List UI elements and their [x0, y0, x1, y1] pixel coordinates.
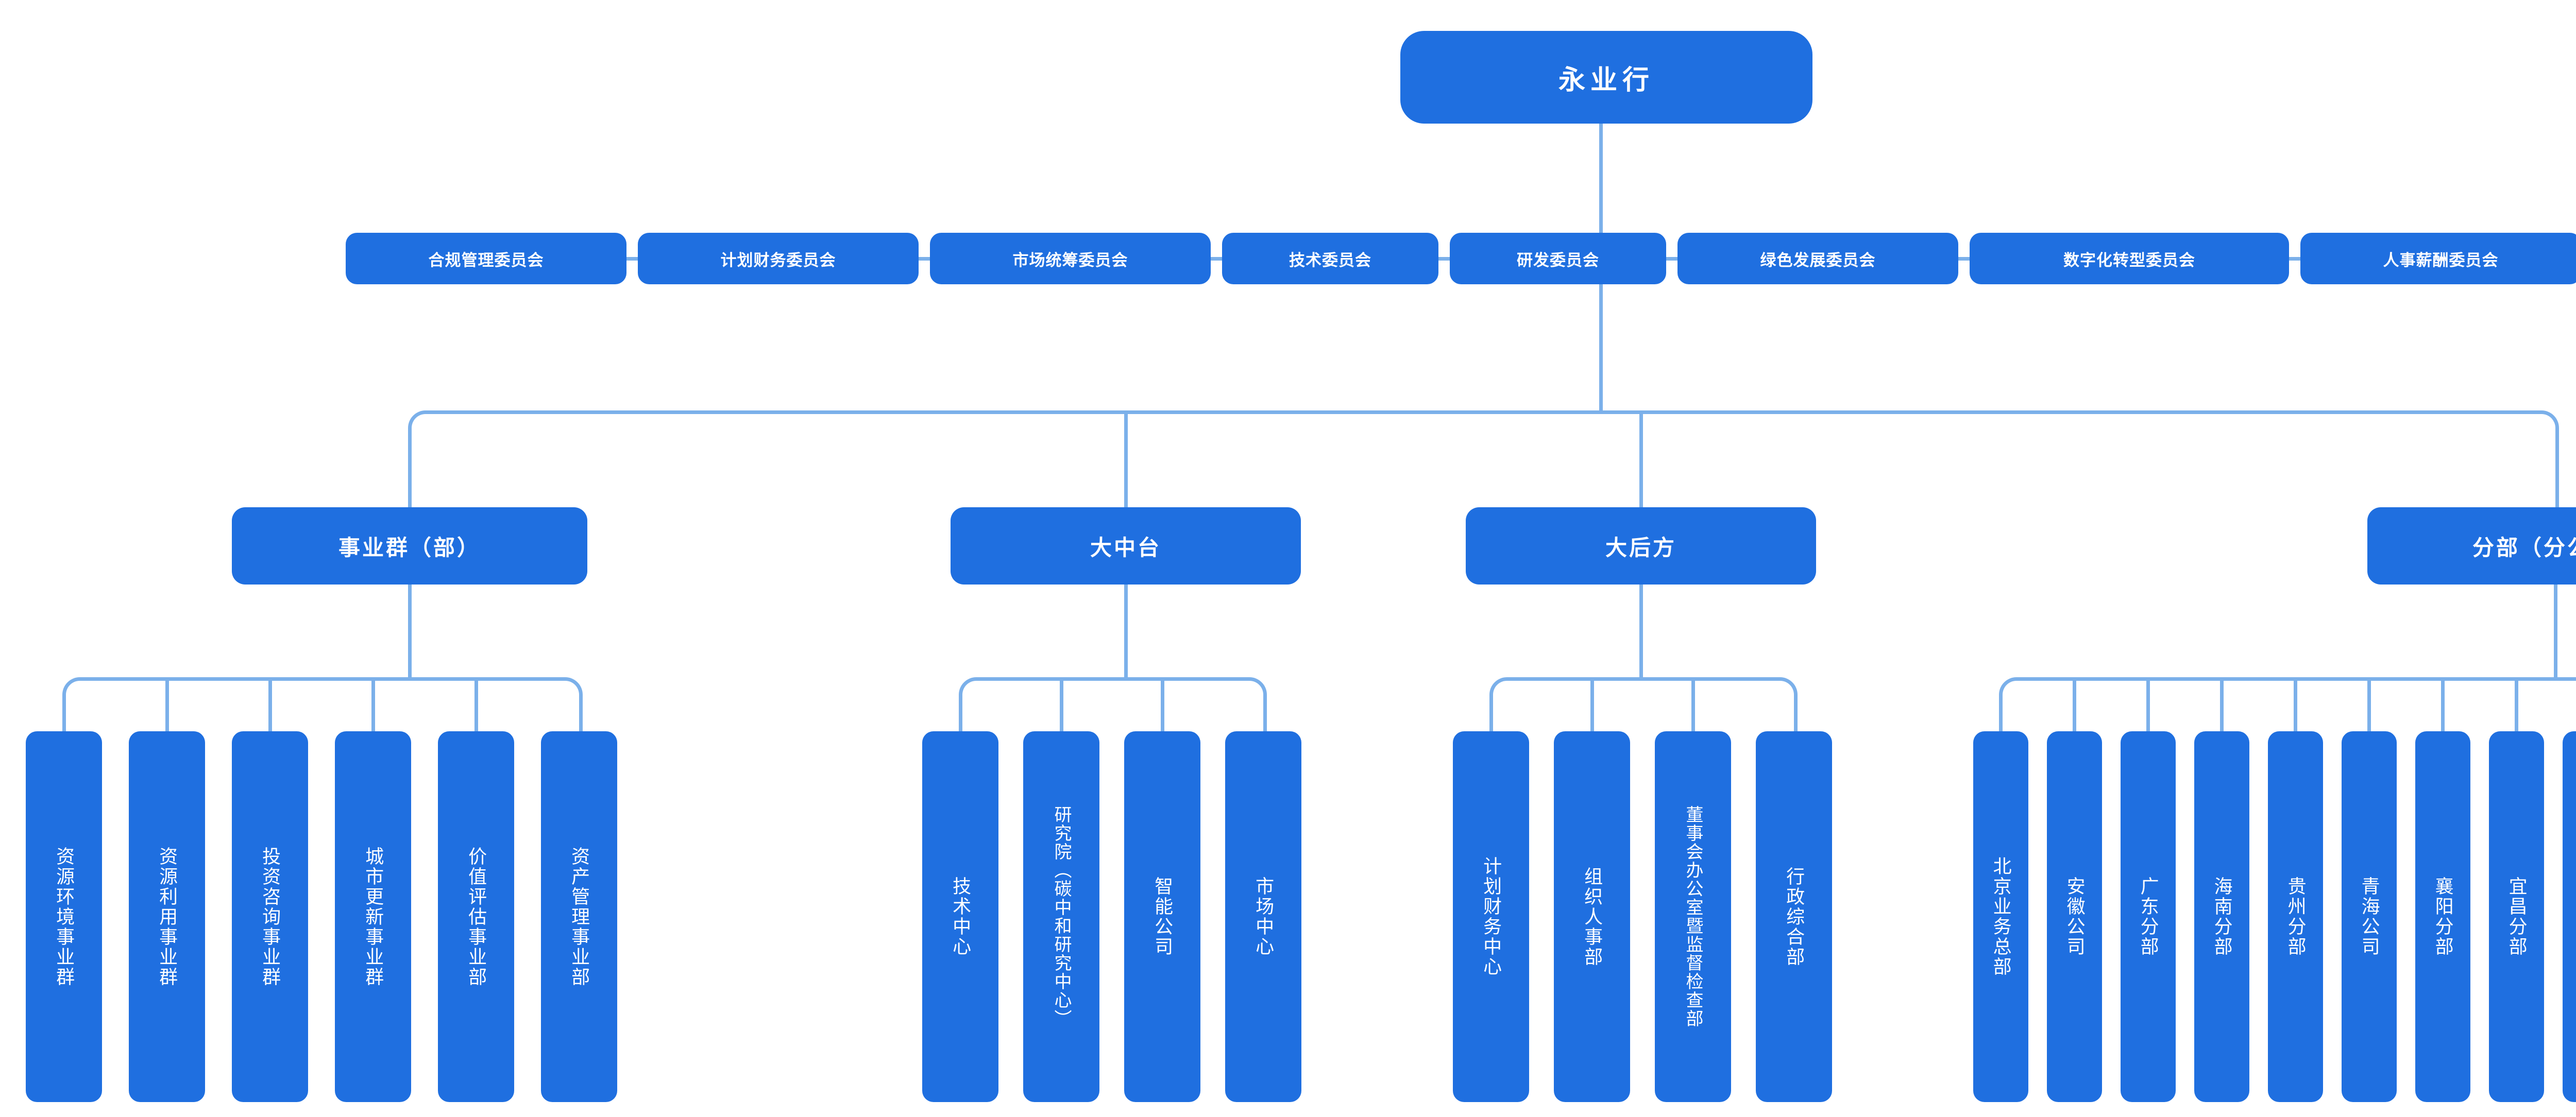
connector-line-vertical [165, 679, 169, 731]
connector-line-vertical [1590, 679, 1594, 731]
committee-node-0[interactable]: 合规管理委员会 [346, 233, 626, 284]
leaf-node-3-6[interactable]: 襄阳分部 [2415, 731, 2470, 1102]
connector-line-vertical [2553, 585, 2557, 679]
connector-line-vertical [371, 679, 375, 731]
node-label-col-a: 董事会办公室 [1683, 805, 1703, 917]
leaf-node-0-4[interactable]: 价值评估事业部 [438, 731, 514, 1102]
division-node-0[interactable]: 事业群（部） [232, 507, 587, 585]
connector-line-vertical [268, 679, 272, 731]
connector-line-horizontal [976, 677, 1248, 681]
leaf-node-1-0[interactable]: 技术中心 [922, 731, 998, 1102]
connector-line-vertical [2073, 679, 2076, 731]
leaf-node-3-0[interactable]: 北京业务总部 [1973, 731, 2028, 1102]
leaf-node-0-2[interactable]: 投资咨询事业群 [232, 731, 308, 1102]
leaf-node-1-2[interactable]: 智能公司 [1124, 731, 1200, 1102]
leaf-node-3-1[interactable]: 安徽公司 [2047, 731, 2102, 1102]
connector-line-vertical [1599, 259, 1603, 412]
leaf-node-3-7[interactable]: 宜昌分部 [2489, 731, 2544, 1102]
leaf-node-2-2[interactable]: 董事会办公室暨监督检查部 [1655, 731, 1731, 1102]
connector-elbow-left [1489, 677, 1511, 733]
connector-line-vertical [1599, 124, 1603, 259]
connector-elbow-right [1776, 677, 1798, 733]
leaf-node-1-3[interactable]: 市场中心 [1225, 731, 1301, 1102]
connector-line-vertical [1639, 412, 1643, 507]
committee-node-4[interactable]: 研发委员会 [1450, 233, 1666, 284]
connector-line-vertical [1124, 412, 1128, 507]
committee-node-2[interactable]: 市场统筹委员会 [930, 233, 1211, 284]
committee-node-1[interactable]: 计划财务委员会 [638, 233, 919, 284]
connector-line-horizontal [626, 256, 638, 261]
leaf-node-0-0[interactable]: 资源环境事业群 [26, 731, 102, 1102]
leaf-node-2-1[interactable]: 组织人事部 [1554, 731, 1630, 1102]
connector-elbow-left [62, 677, 83, 733]
leaf-node-2-0[interactable]: 计划财务中心 [1453, 731, 1529, 1102]
connector-line-horizontal [2289, 256, 2300, 261]
connector-line-horizontal [1958, 256, 1970, 261]
connector-line-vertical [408, 585, 412, 679]
connector-line-vertical [2367, 679, 2371, 731]
connector-line-horizontal [919, 256, 930, 261]
connector-line-vertical [1691, 679, 1695, 731]
connector-elbow-right [562, 677, 583, 733]
leaf-node-3-5[interactable]: 青海公司 [2342, 731, 2397, 1102]
connector-line-vertical [2146, 679, 2150, 731]
node-label-col-a: 研究院 [1052, 805, 1072, 861]
connector-line-horizontal [425, 410, 2540, 414]
connector-line-vertical [1124, 585, 1128, 679]
root-node[interactable]: 永业行 [1400, 31, 1812, 124]
leaf-node-1-1[interactable]: 研究院（碳中和研究中心） [1023, 731, 1099, 1102]
connector-elbow-right [1246, 677, 1267, 733]
connector-elbow-right [2538, 410, 2559, 509]
leaf-node-3-2[interactable]: 广东分部 [2121, 731, 2176, 1102]
division-node-1[interactable]: 大中台 [951, 507, 1301, 585]
division-node-2[interactable]: 大后方 [1466, 507, 1816, 585]
leaf-node-3-8[interactable]: 黄石分部 [2563, 731, 2576, 1102]
connector-line-vertical [474, 679, 478, 731]
node-label-col-b: （碳中和研究中心） [1052, 861, 1072, 1028]
committee-node-6[interactable]: 数字化转型委员会 [1970, 233, 2289, 284]
connector-line-horizontal [79, 677, 564, 681]
leaf-node-0-5[interactable]: 资产管理事业部 [541, 731, 617, 1102]
connector-line-vertical [2515, 679, 2518, 731]
connector-elbow-left [958, 677, 980, 733]
leaf-node-3-3[interactable]: 海南分部 [2194, 731, 2249, 1102]
connector-line-vertical [1639, 585, 1643, 679]
node-label-col-b: 暨监督检查部 [1683, 917, 1703, 1028]
leaf-node-3-4[interactable]: 贵州分部 [2268, 731, 2323, 1102]
leaf-node-2-3[interactable]: 行政综合部 [1756, 731, 1832, 1102]
division-node-3[interactable]: 分部（分公司） [2367, 507, 2576, 585]
connector-line-horizontal [1666, 256, 1677, 261]
connector-elbow-left [1999, 677, 2020, 733]
committee-node-7[interactable]: 人事薪酬委员会 [2300, 233, 2576, 284]
connector-line-vertical [2220, 679, 2224, 731]
leaf-node-0-1[interactable]: 资源利用事业群 [129, 731, 205, 1102]
leaf-node-0-3[interactable]: 城市更新事业群 [335, 731, 411, 1102]
committee-node-5[interactable]: 绿色发展委员会 [1677, 233, 1958, 284]
connector-line-vertical [2294, 679, 2297, 731]
connector-line-horizontal [1438, 256, 1450, 261]
connector-line-vertical [1059, 679, 1063, 731]
connector-line-vertical [1160, 679, 1164, 731]
connector-line-horizontal [1506, 677, 1778, 681]
connector-line-vertical [2441, 679, 2445, 731]
committee-node-3[interactable]: 技术委员会 [1222, 233, 1438, 284]
connector-elbow-left [408, 410, 429, 509]
connector-line-horizontal [1211, 256, 1222, 261]
